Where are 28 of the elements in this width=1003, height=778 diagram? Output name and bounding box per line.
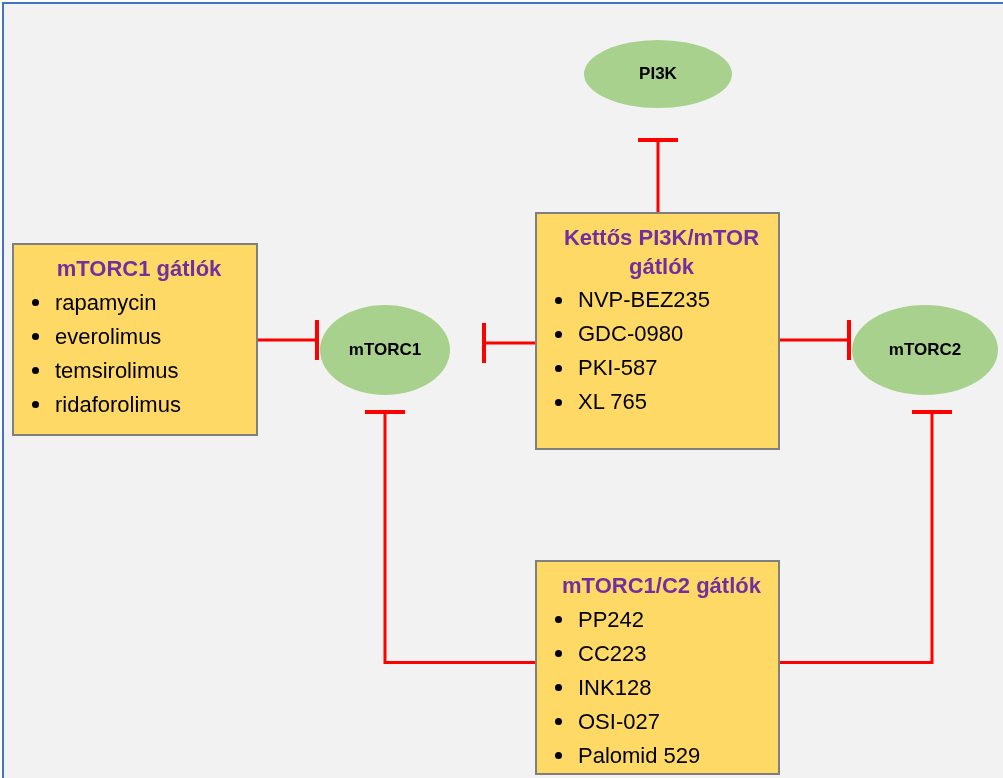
inhibitor-item: rapamycin <box>55 288 157 317</box>
inhibitor-item: OSI-027 <box>578 707 660 736</box>
inhibitor-item: XL 765 <box>578 388 647 417</box>
inhibitor-item: temsirolimus <box>55 356 179 385</box>
inhibitor-item: PKI-587 <box>578 354 658 383</box>
inhibitor-item: Palomid 529 <box>578 741 701 770</box>
inhibition-line <box>365 410 535 664</box>
inhibitor-item: PP242 <box>578 605 645 634</box>
inhibitor-item: everolimus <box>55 322 162 351</box>
inhibitor-box <box>535 560 780 775</box>
inhibition-line <box>482 323 535 363</box>
inhibition-line <box>780 320 851 360</box>
box-heading: Kettős PI3K/mTOR gátlók <box>562 224 761 281</box>
node-label: PI3K <box>639 64 677 84</box>
inhibition-line <box>780 410 952 664</box>
box-heading: mTORC1/C2 gátlók <box>561 572 762 600</box>
inhibitor-item: NVP-BEZ235 <box>578 286 711 315</box>
node-label: mTORC2 <box>888 340 962 360</box>
inhibitor-box <box>535 212 780 450</box>
box-heading: mTORC1 gátlók <box>55 255 223 283</box>
inhibitor-item: GDC-0980 <box>578 320 684 349</box>
inhibition-line <box>638 138 678 212</box>
inhibitor-item: ridaforolimus <box>55 390 181 419</box>
inhibition-line <box>258 320 319 360</box>
inhibitor-box <box>12 243 258 436</box>
inhibitor-item: CC223 <box>578 639 647 668</box>
inhibitor-item: INK128 <box>578 673 652 702</box>
node-label: mTORC1 <box>348 340 422 360</box>
